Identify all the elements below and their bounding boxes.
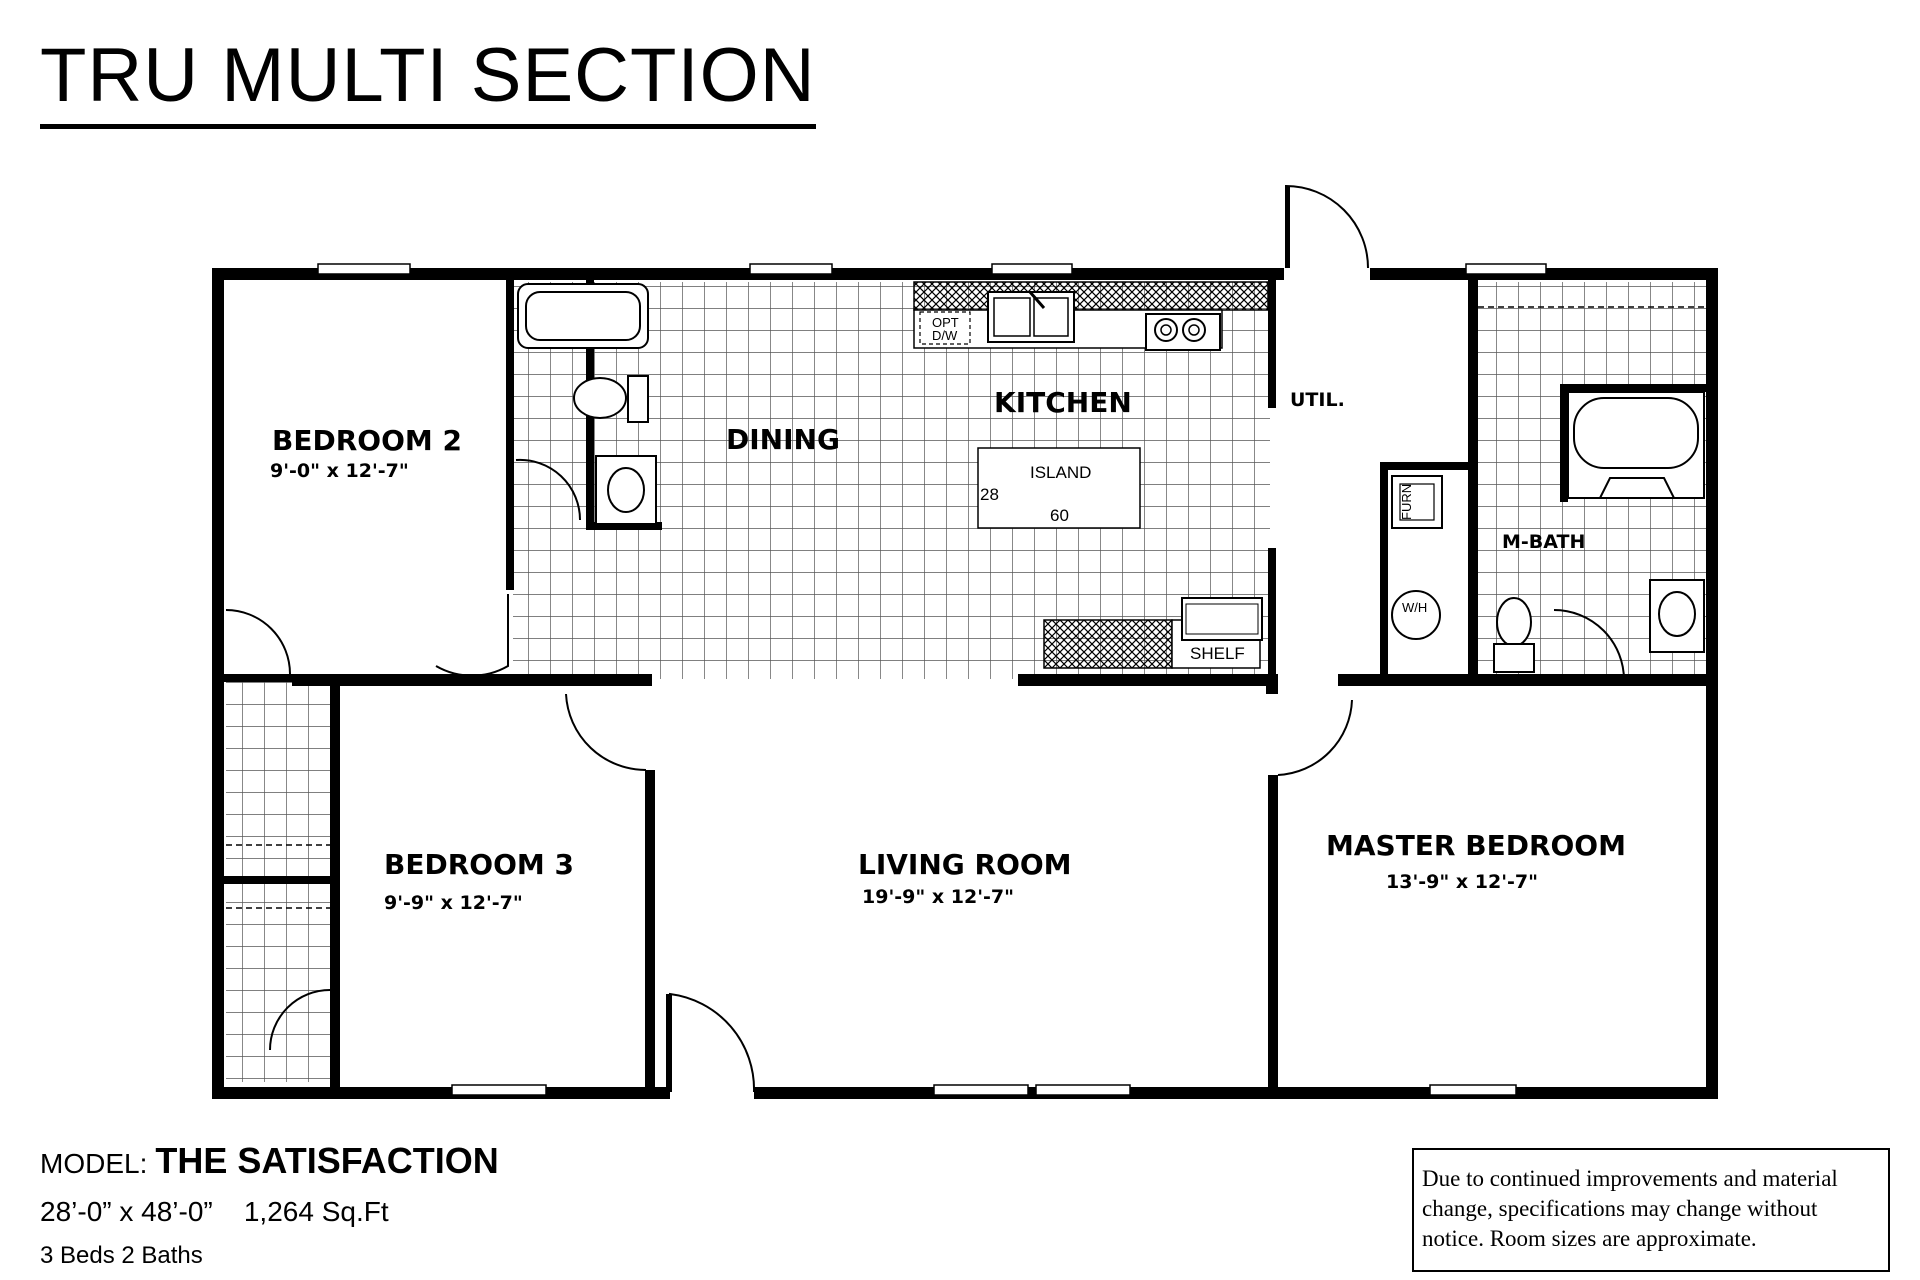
- m-bath-label: M-BATH: [1502, 531, 1585, 553]
- bedroom-2-label: BEDROOM 2: [272, 424, 462, 457]
- shelf-label: SHELF: [1190, 644, 1245, 663]
- bedroom-3-label: BEDROOM 3: [384, 848, 574, 881]
- master-bath-fixtures: [1493, 391, 1705, 673]
- model-info: MODEL: THE SATISFACTION 28’-0” x 48’-0” …: [40, 1140, 499, 1270]
- page-title: TRU MULTI SECTION: [40, 38, 816, 129]
- util-label: UTIL.: [1290, 389, 1345, 411]
- plan-labels: BEDROOM 2 9'-0" x 12'-7" DINING KITCHEN …: [270, 315, 1626, 914]
- range: [1145, 313, 1221, 351]
- island-depth: 28: [980, 485, 999, 504]
- kitchen-label: KITCHEN: [994, 386, 1132, 419]
- bedroom-3-dims: 9'-9" x 12'-7": [384, 892, 523, 914]
- furnace-label: FURN: [1399, 484, 1414, 520]
- windows: [317, 263, 1547, 1096]
- utility-fixtures: [1391, 475, 1443, 640]
- bedroom-2-dims: 9'-0" x 12'-7": [270, 460, 409, 482]
- header: TRU MULTI SECTION: [40, 38, 816, 129]
- model-prefix: MODEL:: [40, 1148, 148, 1179]
- model-line: MODEL: THE SATISFACTION: [40, 1140, 499, 1182]
- closet-shelves: [226, 306, 1706, 909]
- dining-label: DINING: [726, 423, 840, 456]
- model-name: THE SATISFACTION: [155, 1140, 499, 1181]
- island-label: ISLAND: [1030, 463, 1091, 482]
- opt-label: OPT: [932, 315, 959, 330]
- living-room-dims: 19'-9" x 12'-7": [862, 886, 1014, 908]
- kitchen-island: [977, 447, 1141, 529]
- living-room-label: LIVING ROOM: [858, 848, 1072, 881]
- model-specs: 28’-0” x 48’-0” 1,264 Sq.Ft: [40, 1196, 389, 1227]
- water-heater-label: W/H: [1402, 600, 1427, 615]
- master-bedroom-dims: 13'-9" x 12'-7": [1386, 871, 1538, 893]
- dw-label: D/W: [932, 328, 958, 343]
- bath2-fixtures: [517, 283, 657, 525]
- island-width: 60: [1050, 506, 1069, 525]
- doors: [225, 184, 1625, 1104]
- disclaimer-box: Due to continued improvements and materi…: [1412, 1148, 1890, 1272]
- master-bedroom-label: MASTER BEDROOM: [1326, 829, 1626, 862]
- optional-dishwasher: [919, 311, 971, 345]
- kitchen-sink: [987, 291, 1075, 343]
- beds-baths: 3 Beds 2 Baths: [40, 1242, 203, 1269]
